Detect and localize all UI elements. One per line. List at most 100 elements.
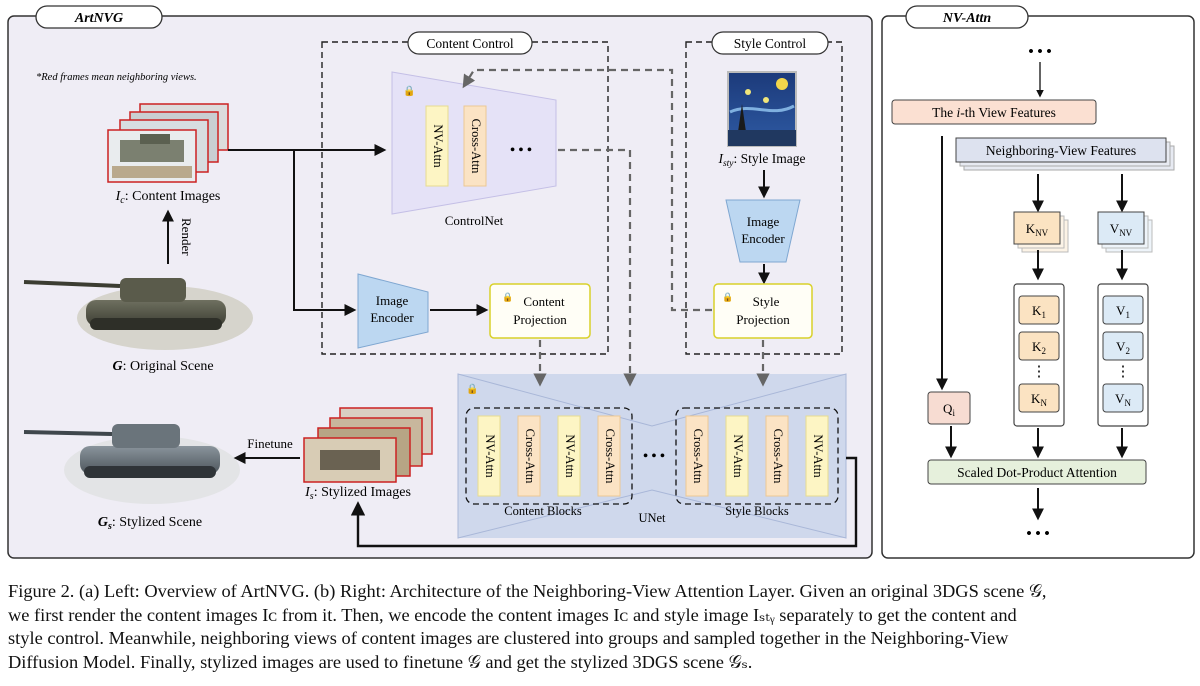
k-item-label: K2 bbox=[1032, 339, 1046, 356]
lock-icon: 🔒 bbox=[502, 292, 513, 302]
q-box: Qi bbox=[927, 391, 971, 425]
lock-icon: 🔒 bbox=[403, 85, 415, 97]
content-blocks-box bbox=[465, 407, 633, 505]
render-label: Render bbox=[179, 218, 194, 256]
controlnet: 🔒 NV-Attn Cross-Attn • • • bbox=[391, 71, 557, 215]
content-blocks-label: Content Blocks bbox=[504, 504, 582, 518]
style-block-0 bbox=[685, 415, 709, 497]
svg-text:Image: Image bbox=[376, 293, 409, 308]
content-images-label: Ic: Content Images bbox=[115, 189, 221, 206]
scaled-dot-product-attention: Scaled Dot-Product Attention bbox=[927, 459, 1147, 485]
style-block-2 bbox=[765, 415, 789, 497]
k-nv: KNV bbox=[1013, 211, 1069, 253]
content-block-label: Cross-Attn bbox=[603, 429, 617, 485]
style-block-label: Cross-Attn bbox=[771, 429, 785, 485]
content-images-stack bbox=[107, 103, 229, 183]
content-control-box: Content Control bbox=[321, 31, 609, 355]
lock-icon: 🔒 bbox=[466, 383, 478, 395]
controlnet-label: ControlNet bbox=[445, 213, 504, 228]
nv-attn-panel: NV-Attn • • • The i-th View Features Nei… bbox=[881, 5, 1195, 559]
caption-line: Figure 2. (a) Left: Overview of ArtNVG. … bbox=[8, 581, 1047, 601]
unet-blocks: NV-Attn Cross-Attn NV-Attn Cross-Attn Cross-… bbox=[477, 415, 829, 497]
svg-text:Encoder: Encoder bbox=[370, 310, 414, 325]
k-item-2 bbox=[1018, 331, 1060, 361]
style-image-label: Isty: Style Image bbox=[717, 151, 805, 169]
ith-view-features: The i-th View Features bbox=[891, 99, 1097, 125]
style-image bbox=[727, 71, 797, 147]
content-block-2 bbox=[557, 415, 581, 497]
style-image-encoder: Image Encoder bbox=[725, 199, 801, 263]
v-item-3 bbox=[1102, 383, 1144, 413]
k-item-1 bbox=[1018, 295, 1060, 325]
original-scene-image bbox=[23, 278, 253, 350]
style-control-title: Style Control bbox=[734, 36, 807, 51]
top-dots: • • • bbox=[1028, 44, 1051, 60]
content-block-label: NV-Attn bbox=[563, 434, 577, 478]
style-projection: 🔒 Style Projection bbox=[713, 283, 813, 339]
controlnet-dots: • • • bbox=[510, 143, 532, 158]
svg-text:KNV: KNV bbox=[1026, 221, 1049, 238]
caption-line: style control. Meanwhile, neighboring vi… bbox=[8, 628, 1009, 648]
nv-attn-title: NV-Attn bbox=[942, 11, 991, 26]
unet-dots: • • • bbox=[643, 449, 665, 464]
unet: 🔒 NV-Attn Cross-Attn NV-Attn Cross-Attn Cros… bbox=[457, 373, 847, 539]
style-block-label: Cross-Attn bbox=[691, 429, 705, 485]
v-item-label: VN bbox=[1115, 391, 1131, 408]
v-item-1 bbox=[1102, 295, 1144, 325]
svg-text:Scaled Dot-Product Attention: Scaled Dot-Product Attention bbox=[957, 465, 1117, 480]
caption-line: Diffusion Model. Finally, stylized image… bbox=[8, 651, 753, 672]
stylized-scene-label: Gs: Stylized Scene bbox=[98, 515, 202, 532]
content-block-label: Cross-Attn bbox=[523, 429, 537, 485]
k-item-3 bbox=[1018, 383, 1060, 413]
bottom-dots: • • • bbox=[1026, 526, 1049, 542]
svg-text:The i-th View Features: The i-th View Features bbox=[932, 105, 1056, 120]
style-blocks-label: Style Blocks bbox=[725, 504, 789, 518]
style-block-label: NV-Attn bbox=[811, 434, 825, 478]
connectors bbox=[228, 68, 858, 548]
lock-icon: 🔒 bbox=[722, 292, 733, 302]
style-blocks-box bbox=[675, 407, 839, 505]
content-control-title: Content Control bbox=[426, 36, 514, 51]
svg-text:Projection: Projection bbox=[513, 312, 567, 327]
content-image-encoder: Image Encoder bbox=[357, 273, 429, 349]
figure-caption: Figure 2. (a) Left: Overview of ArtNVG. … bbox=[8, 580, 1194, 674]
unet-label: UNet bbox=[638, 511, 666, 525]
stylized-images-label: Is: Stylized Images bbox=[304, 485, 411, 502]
style-block-label: NV-Attn bbox=[731, 434, 745, 478]
svg-text:VNV: VNV bbox=[1110, 221, 1133, 238]
v-item-label: V2 bbox=[1116, 339, 1130, 356]
artnvg-panel: ArtNVG *Red frames mean neighboring view… bbox=[7, 5, 873, 559]
content-block-3 bbox=[597, 415, 621, 497]
content-block-1 bbox=[517, 415, 541, 497]
svg-text:Neighboring-View Features: Neighboring-View Features bbox=[986, 143, 1136, 158]
svg-text:Style: Style bbox=[753, 294, 780, 309]
stylized-images-stack bbox=[303, 407, 433, 483]
neighboring-view-features: Neighboring-View Features bbox=[955, 137, 1175, 171]
content-block-label: NV-Attn bbox=[483, 434, 497, 478]
style-block-1 bbox=[725, 415, 749, 497]
v-item-label: V1 bbox=[1116, 303, 1130, 320]
style-block-3 bbox=[805, 415, 829, 497]
content-projection: 🔒 Content Projection bbox=[489, 283, 591, 339]
original-scene-label: G: Original Scene bbox=[112, 359, 213, 374]
k-item-label: KN bbox=[1031, 391, 1047, 408]
stylized-scene-image bbox=[23, 424, 240, 504]
svg-text:Image: Image bbox=[747, 214, 780, 229]
v-vdots: ⋮ bbox=[1116, 364, 1131, 380]
svg-text:Encoder: Encoder bbox=[741, 231, 785, 246]
finetune-label: Finetune bbox=[247, 436, 293, 451]
caption-line: we first render the content images Iᴄ fr… bbox=[8, 604, 1017, 625]
v-item-2 bbox=[1102, 331, 1144, 361]
controlnet-nv-attn-block: NV-Attn bbox=[431, 124, 445, 168]
artnvg-title: ArtNVG bbox=[74, 11, 123, 26]
svg-text:Content: Content bbox=[523, 294, 565, 309]
v-nv: VNV bbox=[1097, 211, 1153, 253]
k-item-label: K1 bbox=[1032, 303, 1046, 320]
svg-text:Qi: Qi bbox=[943, 401, 955, 418]
svg-text:Projection: Projection bbox=[736, 312, 790, 327]
controlnet-cross-attn-block: Cross-Attn bbox=[469, 119, 483, 175]
figure-diagram: ArtNVG *Red frames mean neighboring view… bbox=[7, 5, 1195, 559]
red-frames-note: *Red frames mean neighboring views. bbox=[36, 72, 197, 83]
content-block-0 bbox=[477, 415, 501, 497]
